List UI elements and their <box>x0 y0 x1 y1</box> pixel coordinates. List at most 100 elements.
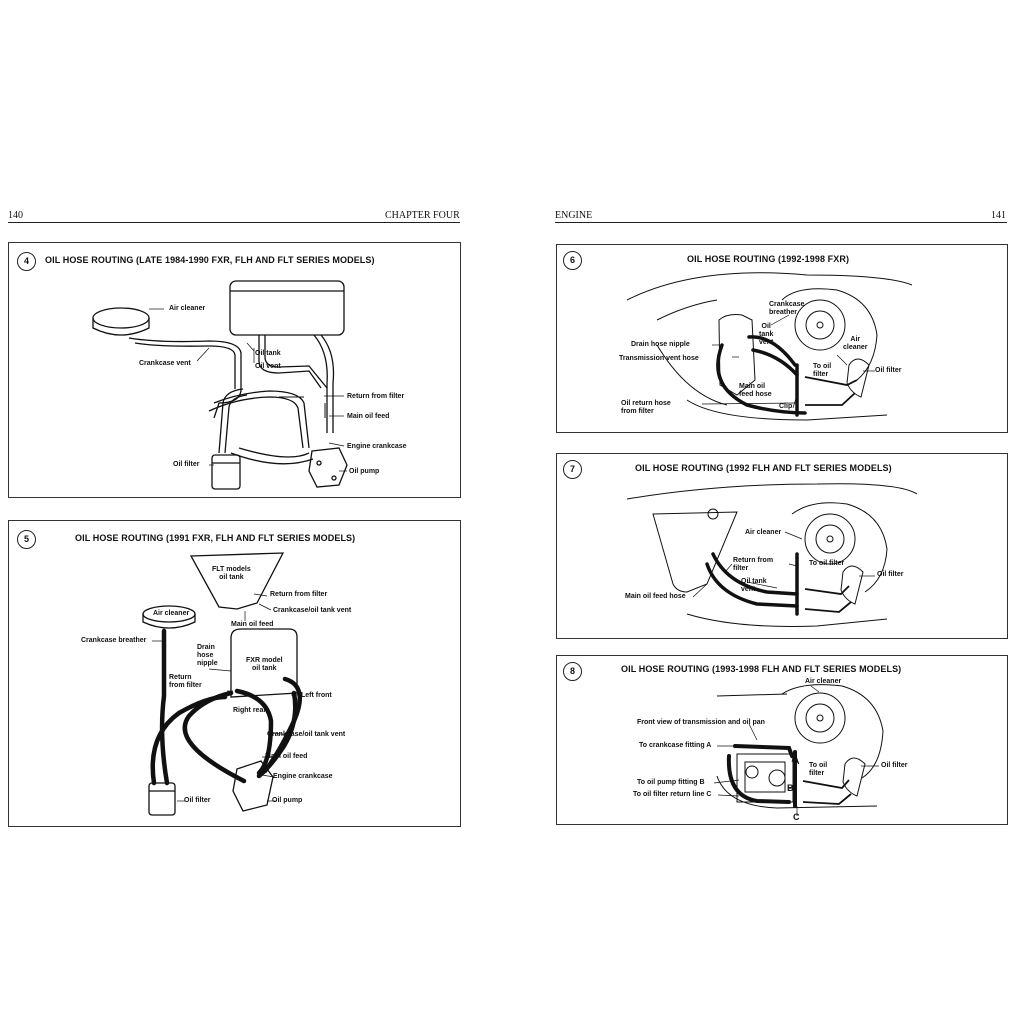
label-oil-filter: Oil filter <box>184 797 211 804</box>
label-line: Crankcase <box>769 301 805 308</box>
label-flt-oil-tank: FLT models oil tank <box>212 566 251 582</box>
label-main-oil-feed: Main oil feed <box>265 753 308 760</box>
label-line: To oil <box>809 762 828 769</box>
label-line: filter <box>813 371 829 378</box>
label-line: vent <box>759 339 774 346</box>
label-crankcase-vent: Crankcase vent <box>139 360 191 367</box>
label-clip: Clip <box>779 403 793 410</box>
label-return-from-filter-top: Return from filter <box>270 591 328 598</box>
label-line: oil tank <box>219 574 244 581</box>
label-line: hose <box>197 652 214 659</box>
label-line: cleaner <box>843 344 868 351</box>
label-drain-hose-nipple: Drain hose nipple <box>197 644 218 668</box>
label-return-line-c: To oil filter return line C <box>633 791 712 798</box>
label-line: Oil tank <box>741 578 767 585</box>
label-oil-return-hose: Oil return hose from filter <box>621 400 671 416</box>
label-line: breather <box>769 309 798 316</box>
label-line: Drain <box>197 644 215 651</box>
label-oil-filter: Oil filter <box>875 367 902 374</box>
label-engine-crankcase: Engine crankcase <box>273 773 333 780</box>
label-oil-tank: Oil tank <box>255 350 281 357</box>
label-line: Oil <box>761 323 771 330</box>
label-crankcase-breather: Crankcase breather <box>81 637 147 644</box>
label-fitting-a: To crankcase fitting A <box>639 742 712 749</box>
label-air-cleaner: Air cleaner <box>805 678 842 685</box>
figure-number: 6 <box>563 251 582 270</box>
label-transmission-vent-hose: Transmission vent hose <box>619 355 699 362</box>
label-main-oil-feed-hose: Main oil feed hose <box>739 383 772 399</box>
label-to-oil-filter: To oil filter <box>813 363 831 379</box>
label-line: Oil return hose <box>621 400 671 407</box>
figure-number: 7 <box>563 460 582 479</box>
label-left-front: Left front <box>301 692 332 699</box>
figure-title: OIL HOSE ROUTING (LATE 1984-1990 FXR, FL… <box>45 255 375 265</box>
figure-title: OIL HOSE ROUTING (1993-1998 FLH AND FLT … <box>621 664 902 674</box>
label-crankcase-oil-tank-vent-top: Crankcase/oil tank vent <box>273 607 352 614</box>
label-line: from filter <box>621 408 654 415</box>
figure-7-panel: 7 OIL HOSE ROUTING (1992 FLH AND FLT SER… <box>556 453 1008 639</box>
figure-number: 5 <box>17 530 36 549</box>
label-front-view: Front view of transmission and oil pan <box>637 719 765 726</box>
figure-8-panel: 8 OIL HOSE ROUTING (1993-1998 FLH AND FL… <box>556 655 1008 825</box>
label-air-cleaner: Air cleaner <box>745 529 782 536</box>
label-crankcase-breather: Crankcase breather <box>769 301 804 317</box>
label-main-oil-feed: Main oil feed <box>347 413 390 420</box>
label-air-cleaner: Air cleaner <box>169 305 206 312</box>
figure-title: OIL HOSE ROUTING (1992 FLH AND FLT SERIE… <box>635 463 892 473</box>
label-line: oil tank <box>252 665 277 672</box>
figure-5-drawing <box>142 552 303 816</box>
page-number-left: 140 <box>8 210 23 221</box>
label-line: tank <box>759 331 774 338</box>
label-line: Return from <box>733 557 774 564</box>
label-line: nipple <box>197 660 218 667</box>
header-rule-left <box>8 222 460 223</box>
label-line: Return <box>169 674 192 681</box>
label-oil-vent: Oil vent <box>255 363 281 370</box>
label-to-oil-filter: To oil filter <box>809 762 827 778</box>
label-fxr-oil-tank: FXR model oil tank <box>246 657 283 673</box>
label-line: from filter <box>169 682 202 689</box>
label-to-oil-filter: To oil filter <box>809 560 845 567</box>
label-oil-tank-vent: Oil tank vent <box>759 323 773 347</box>
figure-7-drawing <box>626 483 918 627</box>
label-line: Main oil <box>739 383 766 390</box>
label-return-from-filter: Return from filter <box>347 393 405 400</box>
label-oil-filter: Oil filter <box>173 461 200 468</box>
figure-5-panel: 5 OIL HOSE ROUTING (1991 FXR, FLH AND FL… <box>8 520 461 827</box>
callout-b: B <box>787 783 794 793</box>
label-engine-crankcase: Engine crankcase <box>347 443 407 450</box>
label-line: feed hose <box>739 391 772 398</box>
label-line: To oil <box>813 363 832 370</box>
label-oil-pump: Oil pump <box>349 468 380 475</box>
figure-6-panel: 6 OIL HOSE ROUTING (1992-1998 FXR) <box>556 244 1008 433</box>
label-pump-fitting-b: To oil pump fitting B <box>637 779 705 786</box>
figure-8-drawing <box>713 684 884 816</box>
figure-number: 8 <box>563 662 582 681</box>
label-crankcase-oil-tank-vent: Crankcase/oil tank vent <box>267 731 346 738</box>
section-title: ENGINE <box>555 210 593 221</box>
callout-a: A <box>793 756 800 766</box>
label-line: FLT models <box>212 566 251 573</box>
label-main-oil-feed-hose: Main oil feed hose <box>625 593 686 600</box>
header-rule-right <box>555 222 1007 223</box>
label-drain-hose-nipple: Drain hose nipple <box>631 341 690 348</box>
label-line: vent <box>741 586 756 593</box>
label-line: filter <box>809 770 825 777</box>
callout-c: C <box>793 812 800 822</box>
label-line: FXR model <box>246 657 283 664</box>
label-line: Air <box>850 336 861 343</box>
label-return-from-filter: Return from filter <box>733 557 773 573</box>
label-return-from-filter: Return from filter <box>169 674 202 690</box>
label-air-cleaner: Air cleaner <box>843 336 868 352</box>
figure-title: OIL HOSE ROUTING (1992-1998 FXR) <box>687 254 850 264</box>
label-line: filter <box>733 565 749 572</box>
label-main-oil-feed-top: Main oil feed <box>231 621 274 628</box>
figure-title: OIL HOSE ROUTING (1991 FXR, FLH AND FLT … <box>75 533 356 543</box>
label-oil-pump: Oil pump <box>272 797 303 804</box>
page-number-right: 141 <box>991 210 1006 221</box>
figure-6-drawing <box>626 272 913 421</box>
figure-4-panel: 4 OIL HOSE ROUTING (LATE 1984-1990 FXR, … <box>8 242 461 498</box>
label-right-rear: Right rear <box>233 707 267 714</box>
label-oil-filter: Oil filter <box>877 571 904 578</box>
figure-4-drawing <box>92 280 348 490</box>
